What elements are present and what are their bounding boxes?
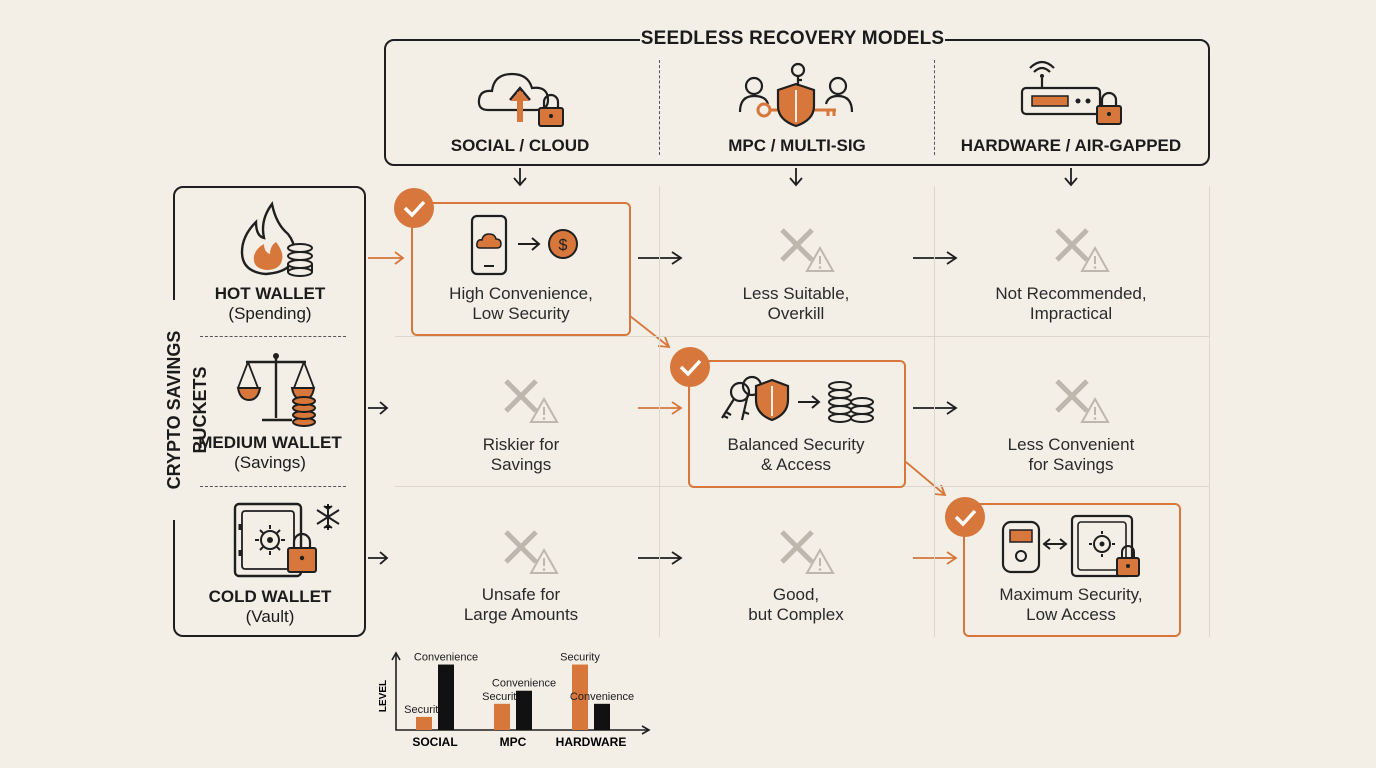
svg-text:$: $ [559, 237, 568, 254]
chart-axis-arrow [391, 651, 401, 661]
cell-medium-social: Riskier for Savings [411, 435, 631, 475]
check-icon [945, 497, 985, 537]
x-warning-icon [1055, 228, 1110, 272]
cell-line: Savings [490, 455, 552, 474]
cell-cold-hw: Maximum Security, Low Access [961, 585, 1181, 625]
cell-line: Not Recommended, [995, 284, 1147, 303]
cell-hot-social: High Convenience, Low Security [411, 284, 631, 324]
model-label-hardware: HARDWARE / AIR-GAPPED [960, 136, 1182, 155]
recommended-cell-cold-hardware [963, 503, 1181, 637]
flame-coins-icon [240, 201, 313, 277]
chart-bar-convenience [438, 664, 454, 730]
cell-medium-mpc: Balanced Security & Access [686, 435, 906, 475]
bucket-name-cold: COLD WALLET [208, 587, 332, 606]
grid-line [934, 186, 935, 637]
cell-line: but Complex [748, 605, 844, 624]
chart-bar-label: Security [404, 704, 444, 716]
cell-medium-hw: Less Convenient for Savings [951, 435, 1191, 475]
bucket-sub-cold: (Vault) [245, 607, 295, 626]
cell-line: Low Security [472, 304, 570, 323]
chart-bar-security [494, 703, 510, 730]
models-title: SEEDLESS RECOVERY MODELS [640, 26, 945, 52]
check-icon [670, 347, 710, 387]
device-wifi-lock-icon [1020, 60, 1122, 125]
cell-line: Good, [772, 585, 820, 604]
safe-snowflake-lock-icon [233, 502, 340, 578]
chart-bar-label: Security [482, 691, 522, 703]
people-shield-key-icon [738, 62, 854, 128]
chart-bar-convenience [594, 703, 610, 730]
bucket-sub-medium: (Savings) [234, 453, 306, 472]
x-warning-icon [780, 228, 835, 272]
x-warning-icon [504, 530, 559, 574]
cell-line: Riskier for [482, 435, 560, 454]
chart-bar-convenience [516, 690, 532, 730]
grid-line [1209, 186, 1210, 637]
chart-ylabel: LEVEL [378, 680, 389, 712]
chart-bar-label: Convenience [414, 652, 478, 664]
x-warning-icon [504, 379, 559, 423]
device-safe-lock-icon [1001, 514, 1140, 578]
bucket-name-hot: HOT WALLET [214, 284, 326, 303]
buckets-divider [200, 336, 346, 337]
bucket-name-medium: MEDIUM WALLET [198, 433, 342, 452]
check-icon [394, 188, 434, 228]
models-divider [934, 60, 935, 155]
model-label-mpc: MPC / MULTI-SIG [728, 136, 866, 155]
chart-axis-arrow [641, 725, 651, 735]
chart-bar-label: Convenience [492, 678, 556, 690]
chart-tick-label: MPC [500, 735, 527, 749]
chart-tick-label: SOCIAL [412, 735, 457, 749]
chart-bar-label: Security [560, 652, 600, 664]
cell-line: Maximum Security, [999, 585, 1143, 604]
models-divider [659, 60, 660, 155]
cell-line: Less Suitable, [742, 284, 850, 303]
phone-cloud-coin-icon: $ [470, 214, 578, 276]
scale-coins-icon [236, 353, 316, 427]
chart-bar-security [416, 716, 432, 730]
chart-bar-security [572, 664, 588, 730]
cloud-upload-lock-icon [477, 72, 564, 127]
chart-tick-label: HARDWARE [556, 735, 627, 749]
buckets-title: CRYPTO SAVINGS BUCKETS [161, 300, 210, 520]
cell-line: Impractical [1029, 304, 1113, 323]
cell-line: for Savings [1028, 455, 1114, 474]
buckets-divider [200, 486, 346, 487]
cell-cold-mpc: Good, but Complex [686, 585, 906, 625]
cell-line: Overkill [767, 304, 825, 323]
cell-line: Less Convenient [1007, 435, 1135, 454]
model-label-social: SOCIAL / CLOUD [450, 136, 590, 155]
grid-line [659, 186, 660, 637]
grid-line [395, 336, 1209, 337]
keys-shield-coins-icon [721, 375, 874, 423]
chart-axes [395, 654, 648, 731]
chart-bar-label: Convenience [570, 691, 634, 703]
cell-line: & Access [761, 455, 831, 474]
recommended-cell-hot-social [411, 202, 631, 336]
cell-line: Large Amounts [463, 605, 579, 624]
cell-hot-mpc: Less Suitable, Overkill [686, 284, 906, 324]
x-warning-icon [1055, 379, 1110, 423]
cell-line: Balanced Security [727, 435, 865, 454]
bucket-sub-hot: (Spending) [228, 304, 312, 323]
cell-line: High Convenience, [449, 284, 593, 303]
x-warning-icon [780, 530, 835, 574]
cell-line: Low Access [1026, 605, 1116, 624]
cell-line: Unsafe for [481, 585, 561, 604]
cell-hot-hw: Not Recommended, Impractical [951, 284, 1191, 324]
recommended-cell-medium-mpc [688, 360, 906, 488]
cell-cold-social: Unsafe for Large Amounts [411, 585, 631, 625]
